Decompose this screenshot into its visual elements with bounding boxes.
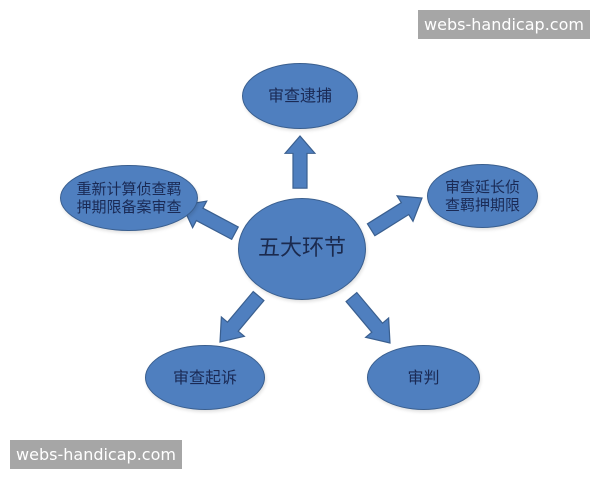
node-label-line1: 重新计算侦查羁 — [76, 180, 182, 198]
node-recalculate-detention: 重新计算侦查羁 押期限备案审查 — [60, 165, 198, 231]
node-label: 审查逮捕 — [267, 86, 332, 106]
node-label-line1: 审查延长侦 — [444, 178, 520, 196]
node-label-line2: 押期限备案审查 — [76, 198, 182, 216]
watermark-text: webs-handicap.com — [424, 15, 584, 34]
node-label-line2: 查羁押期限 — [444, 196, 520, 214]
watermark-top-right: webs-handicap.com — [418, 10, 590, 39]
node-trial: 审判 — [367, 345, 480, 410]
watermark-text: webs-handicap.com — [16, 445, 176, 464]
node-review-prosecution: 审查起诉 — [145, 345, 265, 410]
arrow-up-right-icon — [362, 184, 431, 244]
node-label: 审判 — [407, 367, 440, 387]
arrow-down-left-icon — [207, 285, 271, 353]
node-review-extension: 审查延长侦 查羁押期限 — [427, 164, 538, 228]
arrow-down-right-icon — [339, 286, 403, 354]
watermark-bottom-left: webs-handicap.com — [10, 440, 182, 469]
arrow-up-icon — [284, 135, 316, 189]
node-label: 审查起诉 — [172, 367, 237, 387]
center-label: 五大环节 — [257, 235, 346, 261]
node-review-arrest: 审查逮捕 — [242, 63, 358, 129]
node-center-five-stages: 五大环节 — [238, 198, 366, 300]
